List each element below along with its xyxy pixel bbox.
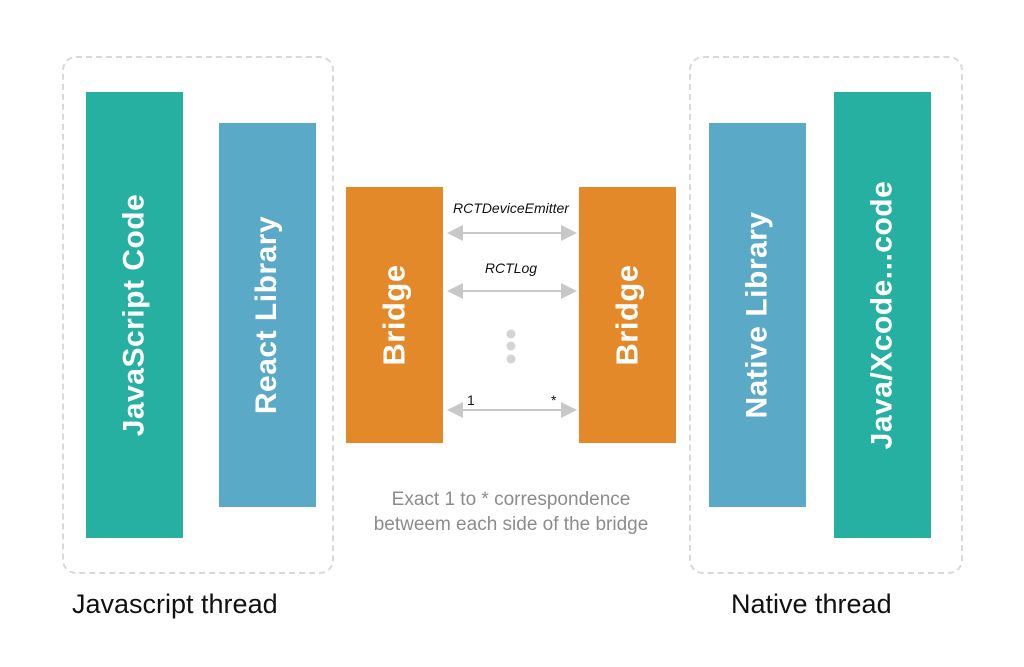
- multiplicity-many-label: *: [551, 392, 557, 408]
- native-library-block: Native Library: [709, 123, 806, 507]
- native-bridge-block: Bridge: [579, 187, 676, 443]
- javascript-thread-title: Javascript thread: [72, 589, 278, 619]
- react-library-label: React Library: [250, 215, 284, 415]
- rct-log-label: RCTLog: [484, 260, 538, 276]
- javascript-code-label: JavaScript Code: [117, 193, 151, 437]
- java-xcode-code-label: Java/Xcode...code: [865, 180, 899, 450]
- native-thread-title: Native thread: [731, 589, 892, 619]
- ellipsis-dots: [506, 329, 516, 364]
- native-library-label: Native Library: [740, 211, 774, 419]
- javascript-thread-container: [62, 56, 334, 574]
- java-xcode-code-block: Java/Xcode...code: [834, 92, 931, 538]
- javascript-bridge-block: Bridge: [346, 187, 443, 443]
- native-thread-container: [689, 56, 963, 574]
- native-bridge-label: Bridge: [609, 264, 645, 366]
- log-arrow: [447, 283, 577, 299]
- javascript-code-block: JavaScript Code: [86, 92, 183, 538]
- javascript-bridge-label: Bridge: [376, 264, 412, 366]
- multiplicity-one-label: 1: [467, 392, 475, 408]
- caption-line-2: betweem each side of the bridge: [373, 514, 649, 535]
- react-library-block: React Library: [219, 123, 316, 507]
- rct-device-emitter-label: RCTDeviceEmitter: [453, 200, 569, 216]
- caption-line-1: Exact 1 to * correspondence: [391, 489, 631, 510]
- emitter-arrow: [447, 225, 577, 241]
